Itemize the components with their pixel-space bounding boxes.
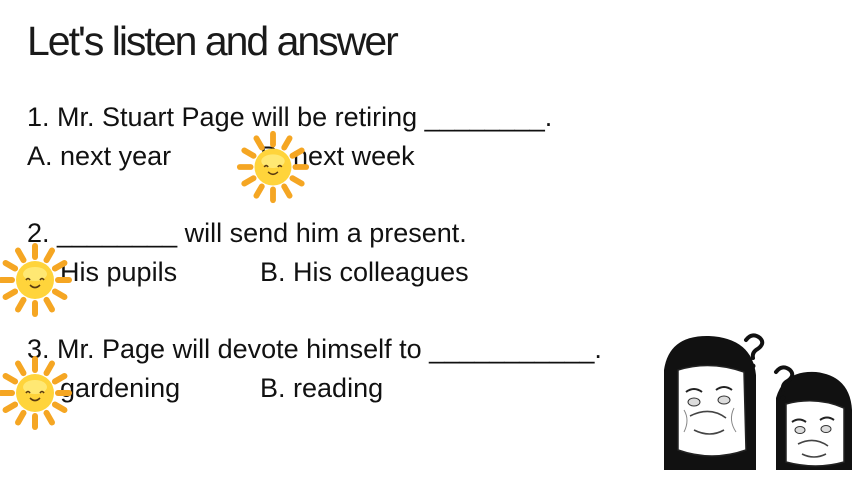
confused-face-right xyxy=(776,371,852,470)
sun-ray xyxy=(253,183,265,199)
option-text: gardening xyxy=(60,373,181,403)
sun-mouth xyxy=(29,397,41,402)
confused-faces-icon xyxy=(664,333,852,470)
sun-ray xyxy=(51,288,68,300)
sun-ray xyxy=(241,147,257,159)
question-3-prompt: 3. Mr. Page will devote himself to _____… xyxy=(27,334,602,364)
sun-ray xyxy=(51,373,68,385)
sun-ray xyxy=(2,260,19,272)
sun-eye-right xyxy=(277,164,283,168)
question-2-option-b: B. His colleagues xyxy=(260,257,469,288)
sun-eye-left xyxy=(263,164,269,168)
sun-ray xyxy=(281,135,293,151)
sun-ray xyxy=(51,401,68,413)
sun-ray xyxy=(15,296,27,313)
sun-highlight xyxy=(23,267,47,281)
question-1-prompt: 1. Mr. Stuart Page will be retiring ____… xyxy=(27,102,553,132)
smiling-sun-icon xyxy=(0,243,72,317)
option-text: His colleagues xyxy=(293,257,469,287)
sun-ray xyxy=(43,409,55,426)
sun-rays xyxy=(0,356,72,430)
sun-ray xyxy=(289,147,305,159)
option-text: His pupils xyxy=(60,257,178,287)
sun-eye-left xyxy=(25,390,31,394)
question-1-option-a: A. next year xyxy=(27,141,171,172)
sun-ray xyxy=(51,260,68,272)
sun-rays xyxy=(236,130,310,204)
question-3-option-b: B. reading xyxy=(260,373,383,404)
slide-title: Let's listen and answer xyxy=(27,18,399,64)
sun-ray xyxy=(15,409,27,426)
option-letter: A. xyxy=(27,141,53,171)
smiling-sun-icon xyxy=(236,130,310,204)
sun-eye-right xyxy=(39,390,45,394)
sun-ray xyxy=(253,135,265,151)
option-letter: B. xyxy=(260,257,286,287)
sun-ray xyxy=(15,360,27,377)
sun-ray xyxy=(43,360,55,377)
option-text: reading xyxy=(293,373,384,403)
sun-ray xyxy=(2,288,19,300)
sun-ray xyxy=(43,296,55,313)
sun-eye-left xyxy=(25,277,31,281)
option-text: next year xyxy=(60,141,172,171)
sun-ray xyxy=(2,401,19,413)
sun-ray xyxy=(2,373,19,385)
smiling-sun-icon xyxy=(0,356,72,430)
sun-ray xyxy=(289,175,305,187)
sun-ray xyxy=(281,183,293,199)
sun-ray xyxy=(43,247,55,264)
option-text: next week xyxy=(293,141,415,171)
confused-face-left xyxy=(664,335,756,470)
sun-highlight xyxy=(261,154,285,168)
sun-rays xyxy=(0,243,72,317)
option-letter: B. xyxy=(260,373,286,403)
sun-eye-right xyxy=(39,277,45,281)
sun-mouth xyxy=(267,171,279,176)
sun-highlight xyxy=(23,380,47,394)
sun-mouth xyxy=(29,284,41,289)
question-1-option-b: B. next week xyxy=(260,141,415,172)
sun-ray xyxy=(241,175,257,187)
question-2-prompt: 2. ________ will send him a present. xyxy=(27,218,467,248)
sun-ray xyxy=(15,247,27,264)
question-marks xyxy=(744,333,795,401)
